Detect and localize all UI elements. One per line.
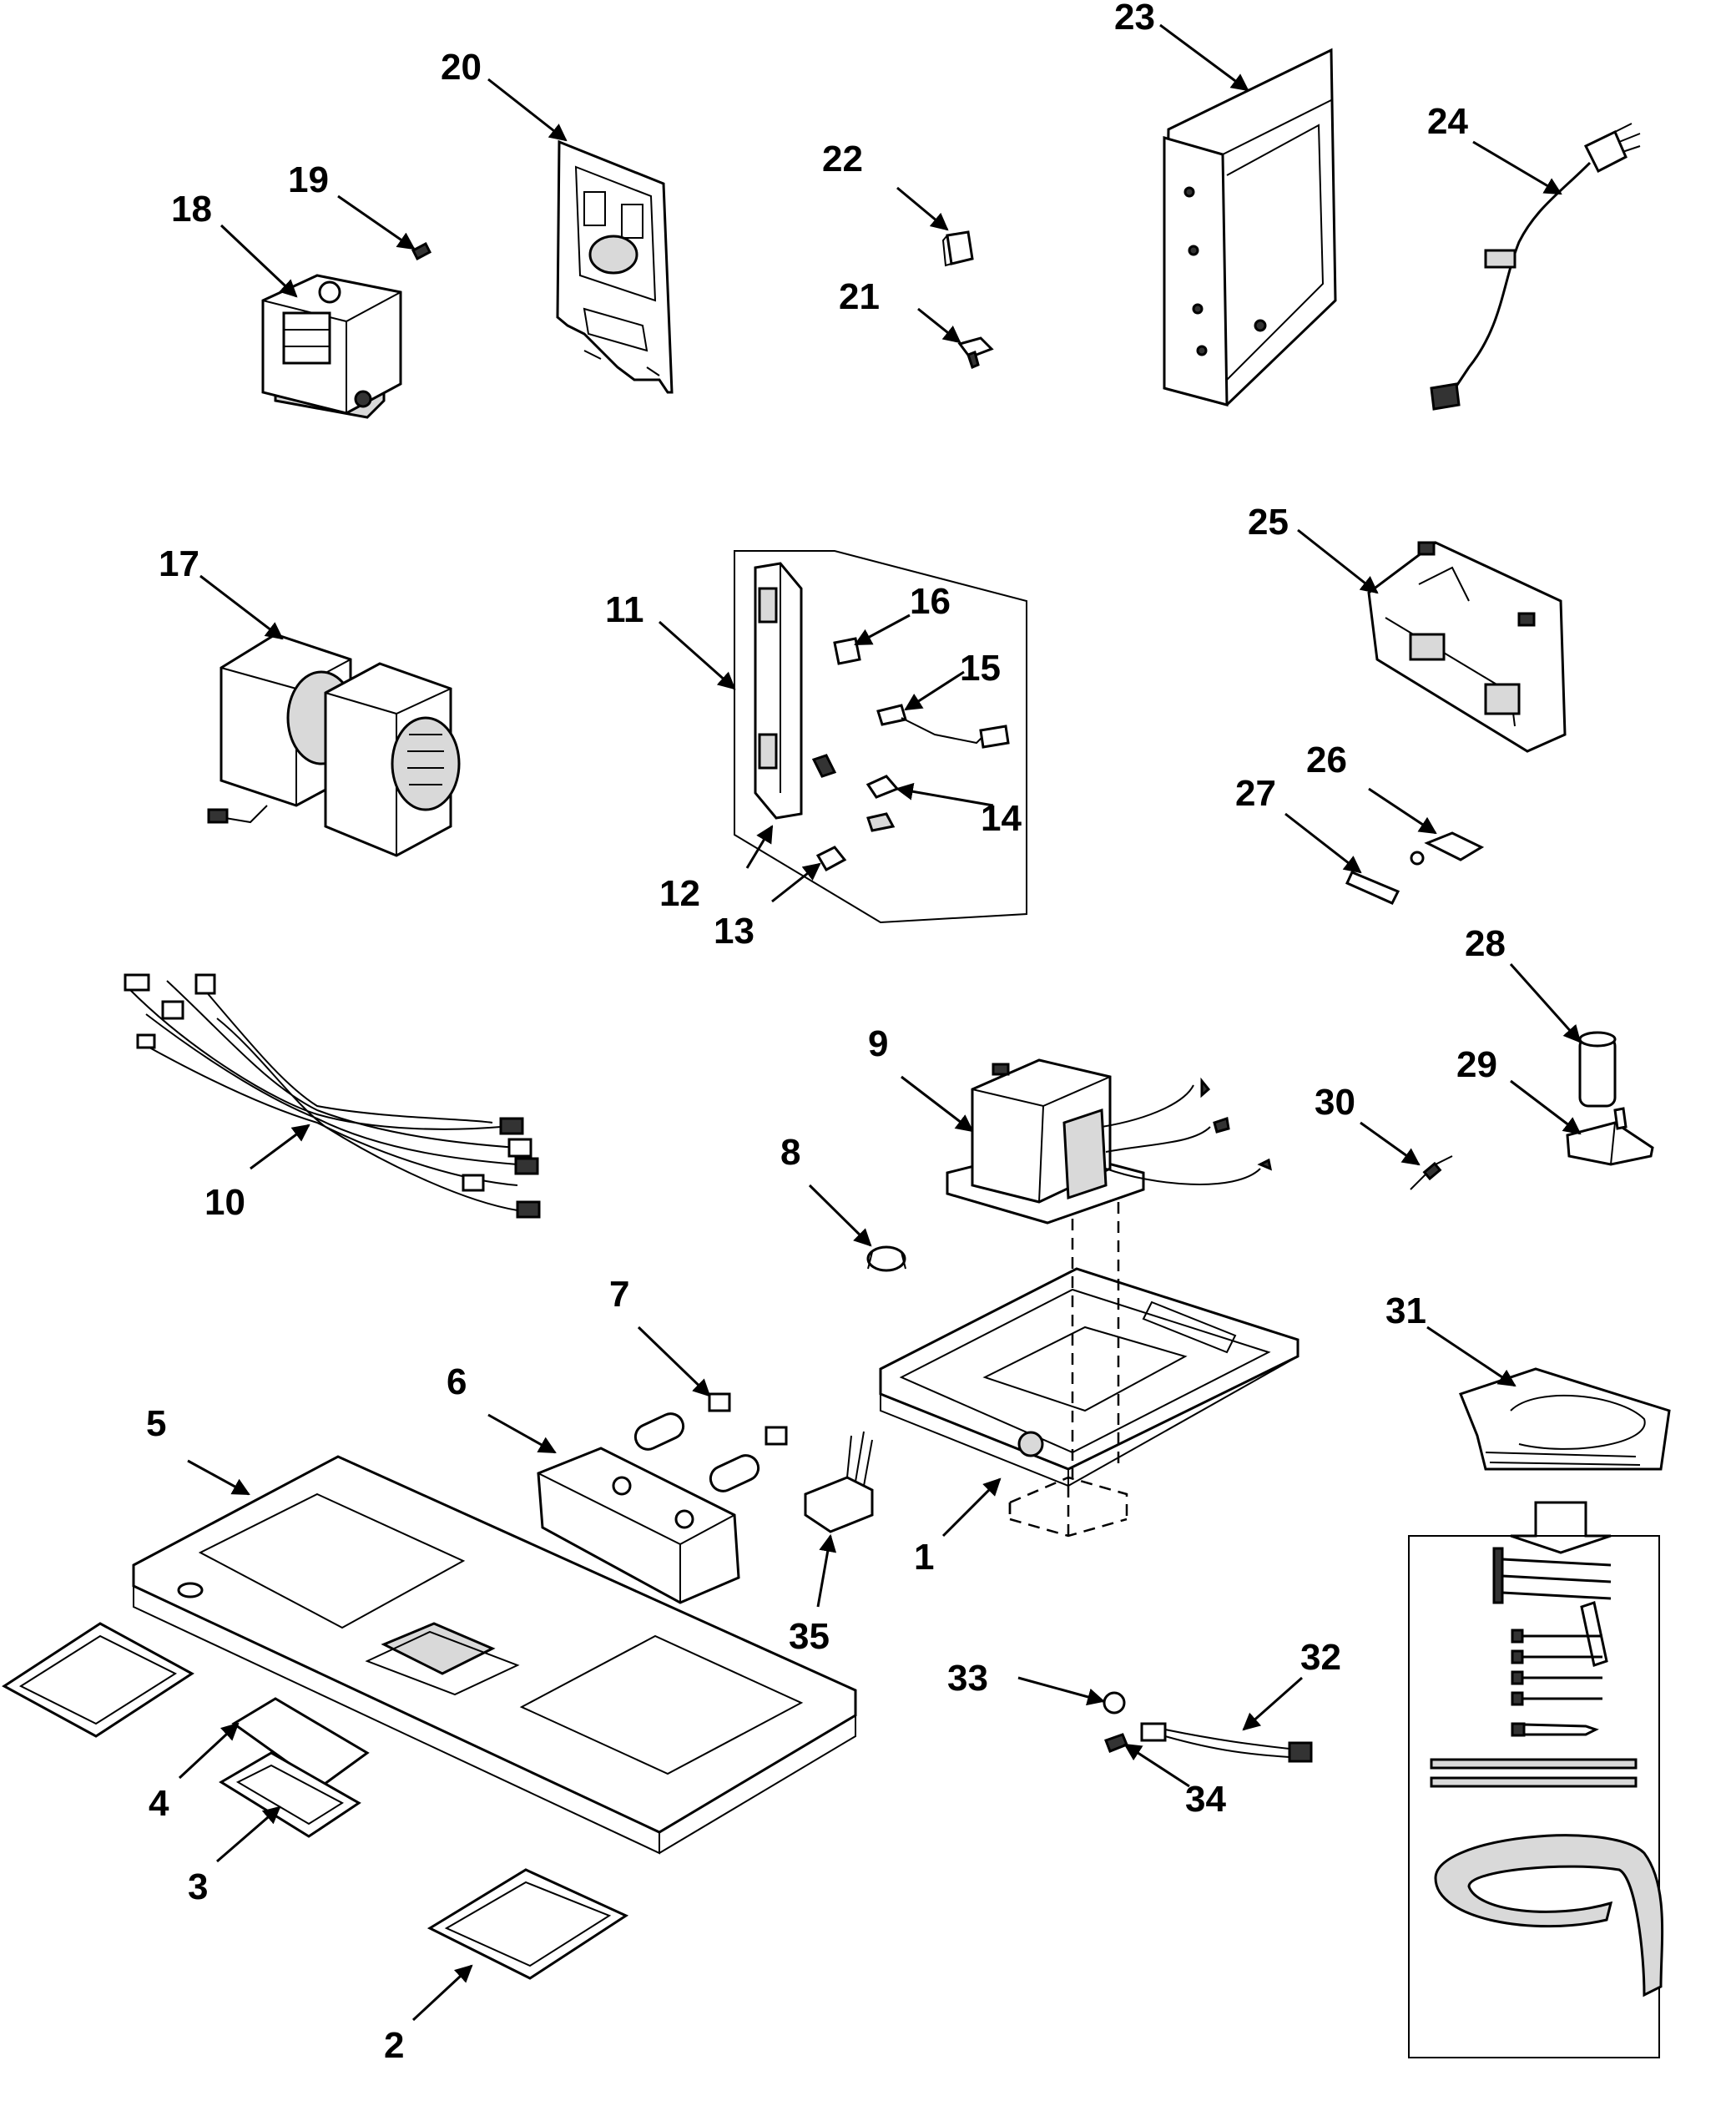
part-9-transformer xyxy=(946,1058,1273,1225)
part-31-mounting-kit xyxy=(1408,1367,1671,2058)
part-18-magnetron xyxy=(261,274,402,419)
callout-18: 18 xyxy=(171,189,212,230)
part-21-switch xyxy=(957,336,994,370)
part-20-bracket xyxy=(556,139,674,394)
part-28-capacitor xyxy=(1578,1031,1617,1108)
leader-lines xyxy=(178,23,1582,2022)
part-27-fuse xyxy=(1345,871,1400,905)
part-1-base-plate xyxy=(879,1267,1299,1487)
callout-10: 10 xyxy=(204,1182,245,1223)
callout-16: 16 xyxy=(910,581,951,622)
callout-19: 19 xyxy=(288,159,329,200)
callout-31: 31 xyxy=(1385,1290,1426,1331)
callout-7: 7 xyxy=(609,1274,629,1315)
part-11-interlock-group xyxy=(734,550,1027,924)
callout-25: 25 xyxy=(1248,502,1289,543)
callout-26: 26 xyxy=(1306,740,1347,780)
part-5-bottom-plate xyxy=(132,1455,857,1855)
callout-12: 12 xyxy=(659,873,700,914)
callout-34: 34 xyxy=(1185,1779,1226,1820)
callout-28: 28 xyxy=(1465,923,1506,964)
callout-21: 21 xyxy=(839,276,880,317)
callout-32: 32 xyxy=(1300,1637,1341,1678)
callout-15: 15 xyxy=(960,648,1001,689)
callout-20: 20 xyxy=(441,47,482,88)
callout-1: 1 xyxy=(914,1537,934,1578)
callout-23: 23 xyxy=(1114,0,1155,38)
part-8-thermostat xyxy=(866,1245,906,1272)
callout-5: 5 xyxy=(146,1403,166,1444)
callout-22: 22 xyxy=(822,139,863,179)
callout-24: 24 xyxy=(1427,101,1468,142)
part-32-harness xyxy=(1140,1722,1313,1763)
callout-8: 8 xyxy=(780,1132,800,1173)
callout-11: 11 xyxy=(605,589,644,630)
mounting-kit-contents xyxy=(1430,1547,1664,1997)
callout-14: 14 xyxy=(981,798,1022,839)
part-26-fuse-holder xyxy=(1410,831,1485,866)
callout-17: 17 xyxy=(159,543,199,584)
callout-13: 13 xyxy=(714,911,754,952)
part-35-terminal-block xyxy=(804,1431,874,1533)
projection-guides xyxy=(1008,1202,1128,1538)
part-10-wire-harness xyxy=(124,973,541,1219)
callout-2: 2 xyxy=(384,2025,404,2066)
part-25-control-board xyxy=(1367,541,1567,753)
callout-27: 27 xyxy=(1235,773,1276,814)
callout-9: 9 xyxy=(868,1023,888,1064)
callout-6: 6 xyxy=(447,1361,467,1402)
part-30-diode xyxy=(1410,1155,1453,1190)
part-17-fan-motor xyxy=(207,633,461,857)
callout-29: 29 xyxy=(1456,1044,1497,1085)
part-29-bracket xyxy=(1566,1107,1654,1166)
callout-4: 4 xyxy=(149,1783,169,1824)
callout-35: 35 xyxy=(789,1616,830,1657)
part-33-sensor xyxy=(1103,1691,1126,1715)
part-2-grease-filter-right xyxy=(426,1868,629,1980)
part-2-grease-filter-left xyxy=(2,1622,194,1738)
part-19-clip xyxy=(411,241,431,261)
part-7-lamp-socket xyxy=(708,1392,788,1446)
part-24-power-cord xyxy=(1430,123,1641,411)
callout-30: 30 xyxy=(1315,1082,1355,1123)
callout-3: 3 xyxy=(188,1866,208,1907)
callout-33: 33 xyxy=(947,1658,988,1699)
part-6-light-housing xyxy=(537,1412,760,1604)
part-34-clip xyxy=(1104,1733,1128,1753)
part-23-panel xyxy=(1163,48,1337,407)
callout-labels: 1 2 3 4 5 6 7 8 9 10 11 12 13 14 15 16 1… xyxy=(146,0,1506,2066)
part-22-switch xyxy=(941,230,974,267)
